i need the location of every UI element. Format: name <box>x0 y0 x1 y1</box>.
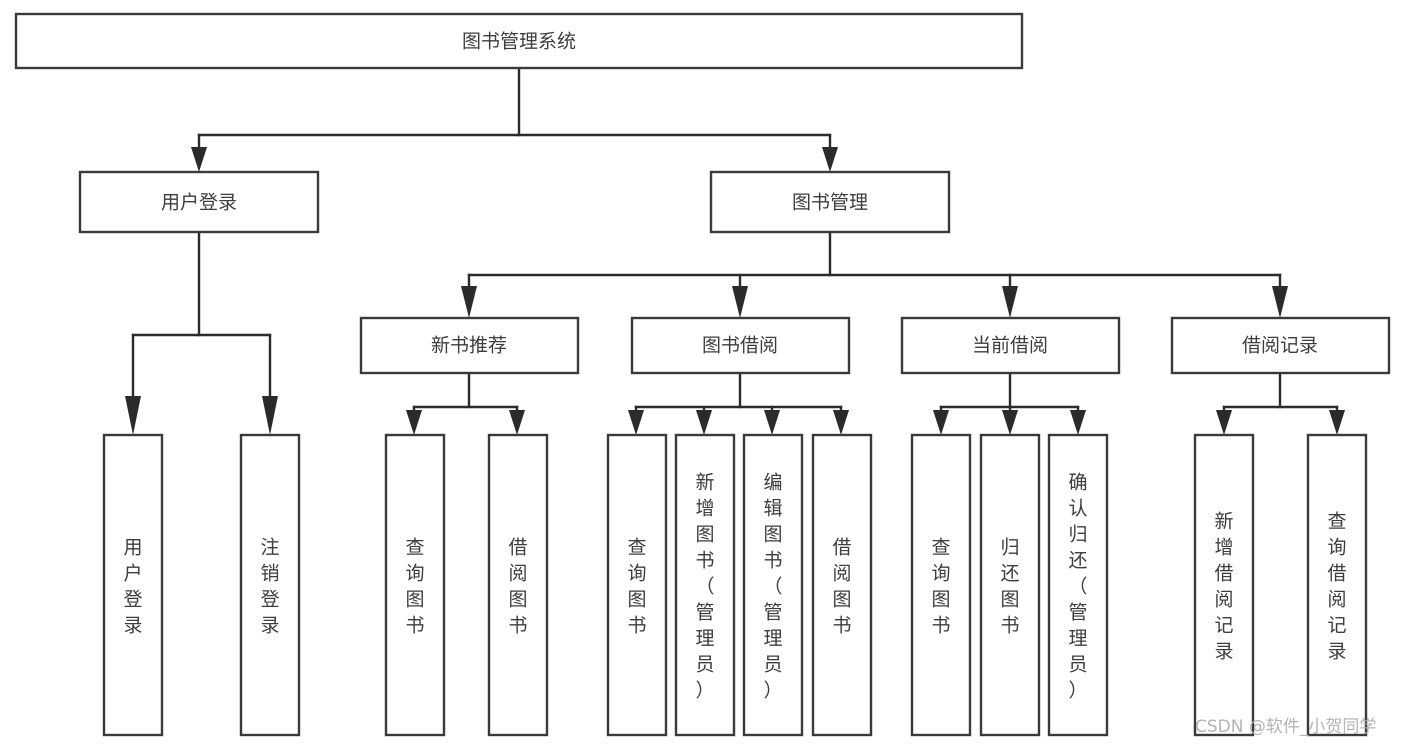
node-leaf-user-logout[interactable]: 注销登录 <box>239 433 301 737</box>
arrow-currentborrow-leaf-1 <box>933 410 949 435</box>
node-leaf-query-record-box[interactable] <box>1306 433 1368 737</box>
node-leaf-borrow-book-2[interactable]: 借阅图书 <box>811 433 873 737</box>
node-leaf-add-book-admin-box[interactable] <box>674 433 736 737</box>
arrow-newbook-leaf-2 <box>509 410 525 435</box>
connector-layer <box>125 66 1345 435</box>
node-leaf-user-logout-label: 注销登录 <box>260 536 279 636</box>
arrow-borrowrecord-leaf-1 <box>1216 410 1232 435</box>
node-book-manage-label: 图书管理 <box>792 192 868 214</box>
node-leaf-return-book[interactable]: 归还图书 <box>979 433 1041 737</box>
node-leaf-add-book-admin[interactable]: 新增图书（管理员） <box>674 433 736 737</box>
arrow-currentborrow-leaf-3 <box>1070 410 1086 435</box>
node-new-book-recommend[interactable]: 新书推荐 <box>359 316 580 375</box>
arrow-userlogin-leaf-1 <box>125 396 141 435</box>
arrow-bookmanage-to-borrow-record <box>1272 286 1288 318</box>
arrow-userlogin-leaf-2 <box>262 396 278 435</box>
node-root-label: 图书管理系统 <box>462 31 576 53</box>
node-leaf-edit-book-admin-box[interactable] <box>742 433 804 737</box>
arrow-root-to-book-manage <box>822 147 838 172</box>
arrow-borrowrecord-leaf-2 <box>1329 410 1345 435</box>
node-leaf-query-book-2-label: 查询图书 <box>627 536 646 636</box>
node-book-manage-box[interactable] <box>709 170 951 234</box>
arrow-root-to-user-login <box>191 147 207 172</box>
node-leaf-query-book-2[interactable]: 查询图书 <box>606 433 668 737</box>
arrow-currentborrow-leaf-2 <box>1002 410 1018 435</box>
node-current-borrow-box[interactable] <box>900 316 1121 375</box>
node-user-login-box[interactable] <box>78 170 320 234</box>
node-user-login[interactable]: 用户登录 <box>78 170 320 234</box>
arrow-bookmanage-to-book-borrow <box>732 286 748 318</box>
arrow-newbook-leaf-1 <box>406 410 422 435</box>
node-leaf-query-book-1-label: 查询图书 <box>405 536 424 636</box>
node-leaf-borrow-book-2-box[interactable] <box>811 433 873 737</box>
node-leaf-edit-book-admin[interactable]: 编辑图书（管理员） <box>742 433 804 737</box>
node-leaf-add-book-admin-label: 新增图书（管理员） <box>695 471 714 701</box>
node-leaf-borrow-book-2-label: 借阅图书 <box>832 536 851 636</box>
node-book-manage[interactable]: 图书管理 <box>709 170 951 234</box>
node-borrow-record[interactable]: 借阅记录 <box>1170 316 1391 375</box>
node-leaf-query-book-1[interactable]: 查询图书 <box>384 433 446 737</box>
node-leaf-add-record-label: 新增借阅记录 <box>1214 510 1233 662</box>
arrow-bookborrow-leaf-4 <box>833 410 849 435</box>
node-leaf-query-record[interactable]: 查询借阅记录 <box>1306 433 1368 737</box>
node-new-book-recommend-box[interactable] <box>359 316 580 375</box>
node-leaf-return-book-box[interactable] <box>979 433 1041 737</box>
node-leaf-query-book-3[interactable]: 查询图书 <box>910 433 972 737</box>
arrow-bookborrow-leaf-1 <box>628 410 644 435</box>
arrow-bookborrow-leaf-3 <box>764 410 780 435</box>
node-leaf-borrow-book-1-label: 借阅图书 <box>508 536 527 636</box>
node-leaf-borrow-book-1-box[interactable] <box>487 433 549 737</box>
node-leaf-borrow-book-1[interactable]: 借阅图书 <box>487 433 549 737</box>
node-borrow-record-label: 借阅记录 <box>1242 335 1318 357</box>
node-leaf-query-record-label: 查询借阅记录 <box>1327 510 1346 662</box>
node-root[interactable]: 图书管理系统 <box>14 12 1024 70</box>
node-book-borrow-label: 图书借阅 <box>702 335 778 357</box>
node-current-borrow[interactable]: 当前借阅 <box>900 316 1121 375</box>
node-leaf-query-book-3-label: 查询图书 <box>931 536 950 636</box>
node-book-borrow[interactable]: 图书借阅 <box>630 316 851 375</box>
node-current-borrow-label: 当前借阅 <box>972 335 1048 357</box>
node-book-borrow-box[interactable] <box>630 316 851 375</box>
node-leaf-add-record-box[interactable] <box>1193 433 1255 737</box>
node-leaf-query-book-3-box[interactable] <box>910 433 972 737</box>
node-leaf-add-record[interactable]: 新增借阅记录 <box>1193 433 1255 737</box>
arrow-bookborrow-leaf-2 <box>696 410 712 435</box>
arrow-bookmanage-to-current-borrow <box>1002 286 1018 318</box>
node-leaf-confirm-return-admin-label: 确认归还（管理员） <box>1068 471 1087 701</box>
node-leaf-confirm-return-admin-box[interactable] <box>1047 433 1109 737</box>
node-borrow-record-box[interactable] <box>1170 316 1391 375</box>
node-root-box[interactable] <box>14 12 1024 70</box>
node-user-login-label: 用户登录 <box>161 192 237 214</box>
csdn-watermark: CSDN @软件_小贺同学 <box>1195 717 1376 737</box>
arrow-bookmanage-to-new-book <box>461 286 477 318</box>
node-new-book-recommend-label: 新书推荐 <box>431 335 507 357</box>
node-leaf-return-book-label: 归还图书 <box>1000 536 1019 636</box>
node-leaf-user-login-box[interactable] <box>102 433 164 737</box>
node-leaf-user-login-label: 用户登录 <box>123 536 142 636</box>
node-leaf-query-book-1-box[interactable] <box>384 433 446 737</box>
node-leaf-edit-book-admin-label: 编辑图书（管理员） <box>763 471 782 701</box>
node-leaf-confirm-return-admin[interactable]: 确认归还（管理员） <box>1047 433 1109 737</box>
node-leaf-user-logout-box[interactable] <box>239 433 301 737</box>
node-leaf-query-book-2-box[interactable] <box>606 433 668 737</box>
node-leaf-user-login[interactable]: 用户登录 <box>102 433 164 737</box>
